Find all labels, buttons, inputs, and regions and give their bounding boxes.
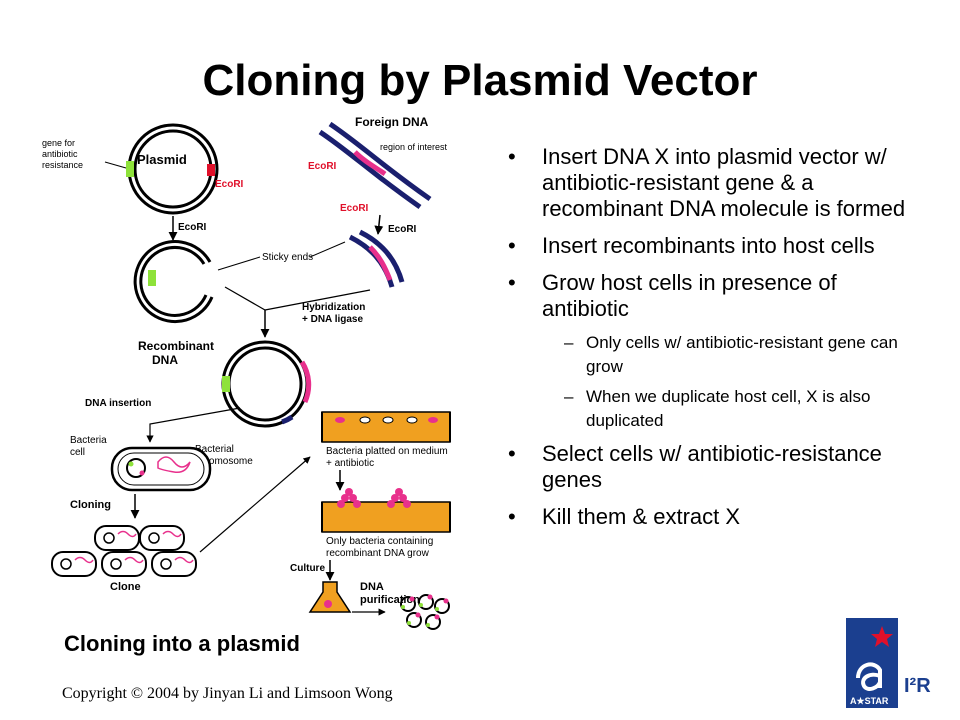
flask-icon — [308, 581, 352, 613]
clone-cell — [101, 551, 147, 577]
clone-cell — [51, 551, 97, 577]
svg-text:region of interest: region of interest — [380, 142, 448, 152]
svg-text:+ DNA ligase: + DNA ligase — [302, 314, 363, 325]
hybridization-step: Hybridization + DNA ligase — [224, 286, 371, 338]
copyright-footer: Copyright © 2004 by Jinyan Li and Limsoo… — [62, 685, 393, 702]
recombinant-dna: Recombinant DNA — [138, 339, 312, 428]
bullet-dash: – — [564, 387, 574, 406]
svg-text:Bacterial: Bacterial — [195, 444, 234, 455]
bullet-item: •Grow host cells in presence of antibiot… — [508, 270, 837, 321]
svg-text:Bacteria: Bacteria — [70, 435, 107, 446]
bullet-dot: • — [508, 144, 516, 169]
bullet-item: •Kill them & extract X — [508, 504, 741, 529]
bullet-list: •Insert DNA X into plasmid vector w/ ant… — [508, 144, 908, 541]
svg-text:cell: cell — [70, 447, 85, 458]
bullet-item: •Insert DNA X into plasmid vector w/ ant… — [508, 144, 906, 221]
svg-text:EcoRI: EcoRI — [340, 203, 369, 214]
bullet-dot: • — [508, 441, 516, 466]
svg-text:+ antibiotic: + antibiotic — [326, 458, 374, 469]
petri-dishes: Bacteria platted on medium + antibiotic … — [321, 411, 451, 559]
logo-org-text: A★STAR — [850, 696, 889, 706]
bullet-dash: – — [564, 333, 574, 352]
astar-logo: A★STAR I²R — [846, 618, 931, 708]
sub-bullet-item: –Only cells w/ antibiotic-resistant gene… — [564, 333, 898, 376]
svg-text:EcoRI: EcoRI — [388, 224, 417, 235]
svg-text:antibiotic: antibiotic — [42, 149, 78, 159]
dna-fragment — [348, 229, 405, 288]
svg-text:recombinant DNA grow: recombinant DNA grow — [326, 548, 430, 559]
svg-text:DNA: DNA — [360, 581, 384, 593]
svg-text:resistance: resistance — [42, 160, 83, 170]
svg-text:Only bacteria containing: Only bacteria containing — [326, 536, 433, 547]
bullet-item: •Select cells w/ antibiotic-resistance g… — [508, 441, 882, 492]
svg-text:Recombinant: Recombinant — [138, 339, 214, 353]
plasmid-group: Plasmid EcoRI gene for antibiotic resist… — [42, 123, 244, 215]
svg-text:Cloning: Cloning — [70, 499, 111, 511]
sub-bullet-item: –When we duplicate host cell, X is also … — [564, 387, 871, 430]
logo-mark-text: I²R — [904, 675, 931, 697]
cut-plasmid: EcoRI Sticky ends — [133, 216, 346, 324]
clone-cell — [139, 525, 185, 551]
svg-text:gene for: gene for — [42, 138, 75, 148]
slide-title: Cloning by Plasmid Vector — [202, 56, 758, 105]
cloning-step: Cloning Clone — [51, 456, 311, 593]
svg-text:Sticky ends: Sticky ends — [262, 252, 313, 263]
svg-text:Hybridization: Hybridization — [302, 302, 365, 313]
svg-text:Bacteria platted on medium: Bacteria platted on medium — [326, 446, 448, 457]
bullet-item: •Insert recombinants into host cells — [508, 233, 875, 258]
cloning-diagram: Plasmid EcoRI gene for antibiotic resist… — [42, 115, 451, 630]
svg-text:Culture: Culture — [290, 563, 325, 574]
svg-text:EcoRI: EcoRI — [308, 161, 337, 172]
plasmid-label: Plasmid — [137, 152, 187, 167]
svg-text:EcoRI: EcoRI — [215, 179, 244, 190]
svg-text:Clone: Clone — [110, 581, 141, 593]
culture-purification: Culture DNA purification — [290, 560, 450, 630]
bullet-dot: • — [508, 504, 516, 529]
svg-text:Foreign DNA: Foreign DNA — [355, 115, 429, 129]
foreign-dna-group: Foreign DNA region of interest EcoRI Eco… — [308, 115, 448, 235]
diagram-caption: Cloning into a plasmid — [64, 631, 300, 656]
clone-cell — [94, 525, 140, 551]
bullet-dot: • — [508, 270, 516, 295]
svg-text:EcoRI: EcoRI — [178, 222, 207, 233]
svg-text:DNA: DNA — [152, 353, 178, 367]
dna-insertion: DNA insertion Bacteria cell Bacterial ch… — [70, 398, 253, 492]
resistance-gene-mark — [126, 161, 134, 177]
bullet-dot: • — [508, 233, 516, 258]
svg-text:chromosome: chromosome — [195, 456, 253, 467]
star-icon — [871, 626, 893, 647]
svg-text:DNA insertion: DNA insertion — [85, 398, 151, 409]
clone-cell — [151, 551, 197, 577]
